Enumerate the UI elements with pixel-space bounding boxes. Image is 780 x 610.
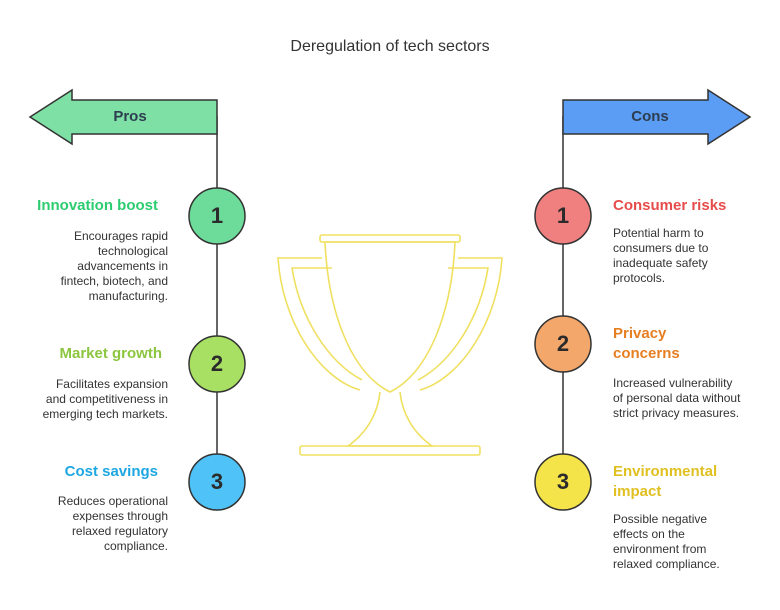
title-line: concerns bbox=[613, 345, 680, 362]
pros-item-title: Innovation boost bbox=[37, 197, 158, 214]
desc-line: relaxed compliance. bbox=[613, 557, 720, 571]
desc-line: Increased vulnerability bbox=[613, 376, 733, 390]
pros-circle-1 bbox=[188, 187, 246, 245]
desc-line: relaxed regulatory bbox=[71, 524, 168, 538]
desc-line: Potential harm to bbox=[613, 226, 704, 240]
desc-line: fintech, biotech, and bbox=[60, 274, 168, 288]
desc-line: technological bbox=[97, 244, 168, 258]
cons-number-1: 1 bbox=[556, 203, 570, 228]
desc-line: manufacturing. bbox=[88, 289, 168, 303]
cons-item-desc: Increased vulnerability of personal data… bbox=[613, 376, 773, 421]
desc-line: consumers due to bbox=[613, 241, 709, 255]
pros-circle-3 bbox=[188, 453, 246, 511]
cons-item-desc: Potential harm to consumers due to inade… bbox=[613, 226, 773, 286]
desc-line: environment from bbox=[613, 542, 707, 556]
title-line: impact bbox=[613, 483, 662, 500]
desc-line: Reduces operational bbox=[57, 494, 168, 508]
desc-line: emerging tech markets. bbox=[42, 407, 168, 421]
pros-arrow bbox=[28, 88, 218, 146]
pros-circle-2 bbox=[188, 335, 246, 393]
cons-item-title: Environmental impact bbox=[613, 462, 773, 502]
pros-number-1: 1 bbox=[210, 203, 224, 228]
desc-line: advancements in bbox=[77, 259, 168, 273]
pros-item-title: Market growth bbox=[59, 345, 162, 362]
desc-line: protocols. bbox=[613, 271, 666, 285]
cons-circle-2 bbox=[534, 315, 592, 373]
desc-line: strict privacy measures. bbox=[613, 406, 740, 420]
cons-number-2: 2 bbox=[556, 331, 570, 356]
pros-label: Pros bbox=[113, 108, 147, 125]
desc-line: of personal data without bbox=[613, 391, 741, 405]
title-line: Environmental bbox=[613, 463, 718, 480]
cons-item-title: Privacy concerns bbox=[613, 324, 773, 364]
desc-line: Facilitates expansion bbox=[55, 377, 168, 391]
pros-item-title: Cost savings bbox=[64, 463, 158, 480]
desc-line: inadequate safety bbox=[613, 256, 708, 270]
desc-line: Possible negative bbox=[613, 512, 708, 526]
cons-label: Cons bbox=[631, 108, 669, 125]
pros-item-desc: Reduces operational expenses through rel… bbox=[0, 494, 168, 554]
trophy-icon bbox=[277, 234, 503, 456]
desc-line: expenses through bbox=[72, 509, 168, 523]
desc-line: compliance. bbox=[103, 539, 168, 553]
cons-arrow bbox=[562, 88, 752, 146]
desc-line: and competitiveness in bbox=[45, 392, 168, 406]
desc-line: Encourages rapid bbox=[73, 229, 168, 243]
pros-number-3: 3 bbox=[210, 469, 224, 494]
pros-item-desc: Facilitates expansion and competitivenes… bbox=[0, 377, 168, 422]
cons-number-3: 3 bbox=[556, 469, 570, 494]
cons-item-title: Consumer risks bbox=[613, 196, 773, 216]
diagram-title: Deregulation of tech sectors bbox=[290, 38, 490, 55]
title-line: Consumer risks bbox=[613, 197, 727, 214]
pros-number-2: 2 bbox=[210, 351, 224, 376]
cons-item-desc: Possible negative effects on the environ… bbox=[613, 512, 773, 572]
cons-circle-3 bbox=[534, 453, 592, 511]
desc-line: effects on the bbox=[613, 527, 685, 541]
pros-item-desc: Encourages rapid technological advanceme… bbox=[0, 229, 168, 304]
cons-circle-1 bbox=[534, 187, 592, 245]
title-line: Privacy bbox=[613, 325, 667, 342]
